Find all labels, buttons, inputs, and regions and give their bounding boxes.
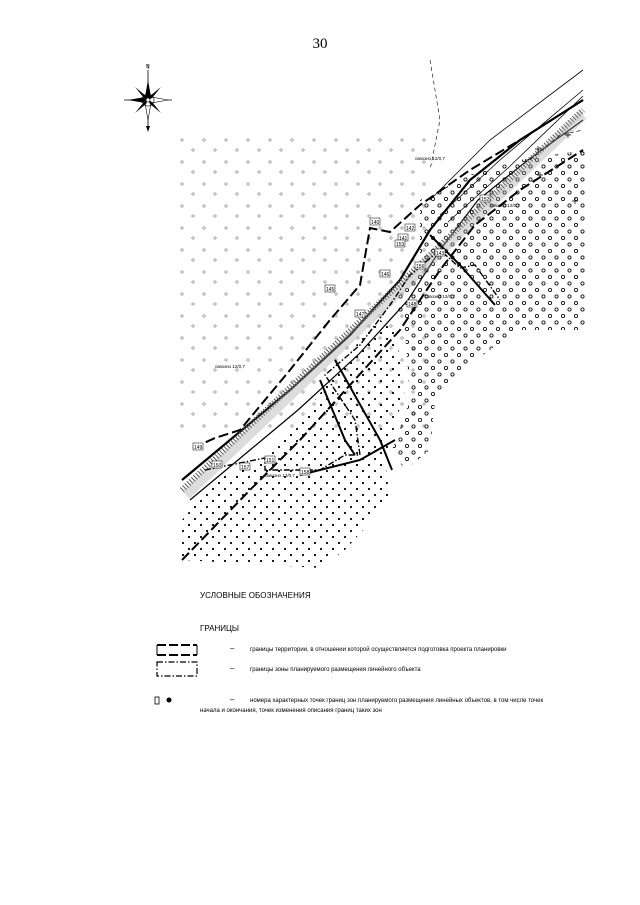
legend-dash: – <box>230 664 235 673</box>
thin-dashed-line <box>429 59 441 171</box>
svg-text:147: 147 <box>356 312 365 318</box>
point-label: 143 <box>434 248 446 257</box>
north-label: N <box>146 64 150 70</box>
legend-title: УСЛОВНЫЕ ОБОЗНАЧЕНИЯ <box>200 591 311 600</box>
legend-territory-symbol <box>156 644 198 656</box>
svg-text:151: 151 <box>266 458 275 464</box>
point-label: 152 <box>479 194 491 203</box>
svg-text:146: 146 <box>381 272 390 278</box>
point-label: 145 <box>324 284 336 293</box>
territory-boundary-line <box>192 99 584 449</box>
legend-territory-text: границы территории, в отношении которой … <box>250 647 507 653</box>
compass-rose-icon: N <box>124 64 172 132</box>
map-annotations: сквозно 12/0,7 сквозно 12/0,7 сквозно 12… <box>215 156 520 478</box>
svg-text:140: 140 <box>371 220 380 226</box>
point-label: 147 <box>354 309 366 318</box>
svg-text:153: 153 <box>396 242 405 248</box>
map-annotation: сквозно 12/0,7 <box>490 203 520 208</box>
point-label: 156 <box>414 261 426 270</box>
tree-symbols <box>535 132 578 204</box>
zone-boundary-line <box>204 249 501 471</box>
svg-text:143: 143 <box>436 251 445 257</box>
map-annotation: сквозно 12/0,7 <box>215 364 245 369</box>
point-label: 148 <box>406 299 418 308</box>
point-label: 153 <box>394 239 406 248</box>
page-number: 30 <box>312 36 328 52</box>
legend-group-title: ГРАНИЦЫ <box>200 624 239 633</box>
point-label: 142 <box>404 223 416 232</box>
svg-text:145: 145 <box>326 287 335 293</box>
point-label: 151 <box>264 455 276 464</box>
point-label: 158 <box>299 467 311 476</box>
embankment-hatching <box>299 234 496 476</box>
legend-dash: – <box>230 695 235 704</box>
svg-text:142: 142 <box>406 226 415 232</box>
legend-points-text-line2: начала и окончания, точек изменения опис… <box>200 708 382 714</box>
legend-points-text-line1: номера характерных точек границ зон план… <box>250 698 544 704</box>
point-label: 149 <box>192 442 204 451</box>
territory-boundary-line-lower <box>181 149 584 561</box>
roadway-lines <box>429 69 584 223</box>
svg-text:158: 158 <box>301 470 310 476</box>
sparse-symbols-area <box>180 130 430 430</box>
legend-dash: – <box>230 644 235 653</box>
legend-zone-text: границы зоны планируемого размещения лин… <box>250 667 421 673</box>
map-annotation: сквозно 12/0,7 <box>415 156 445 161</box>
svg-text:148: 148 <box>408 302 417 308</box>
svg-text:149: 149 <box>194 445 203 451</box>
map-annotation: сквозно 12/0,7 <box>425 294 455 299</box>
svg-text:141: 141 <box>399 236 408 242</box>
circle-hatched-area <box>392 150 585 470</box>
legend-zone-symbol <box>156 661 198 677</box>
legend-point-symbol <box>154 696 172 705</box>
svg-text:150: 150 <box>213 463 222 469</box>
svg-text:152: 152 <box>481 197 490 203</box>
point-label: 157 <box>239 462 251 471</box>
point-label: 146 <box>379 269 391 278</box>
point-label: 140 <box>369 217 381 226</box>
svg-text:156: 156 <box>416 264 425 270</box>
point-label: 150 <box>211 460 223 469</box>
map-annotation: сквозно 12/0,7 <box>265 473 295 478</box>
point-labels: 140 141 142 143 145 146 147 148 149 150 … <box>192 194 491 476</box>
svg-text:157: 157 <box>241 465 250 471</box>
